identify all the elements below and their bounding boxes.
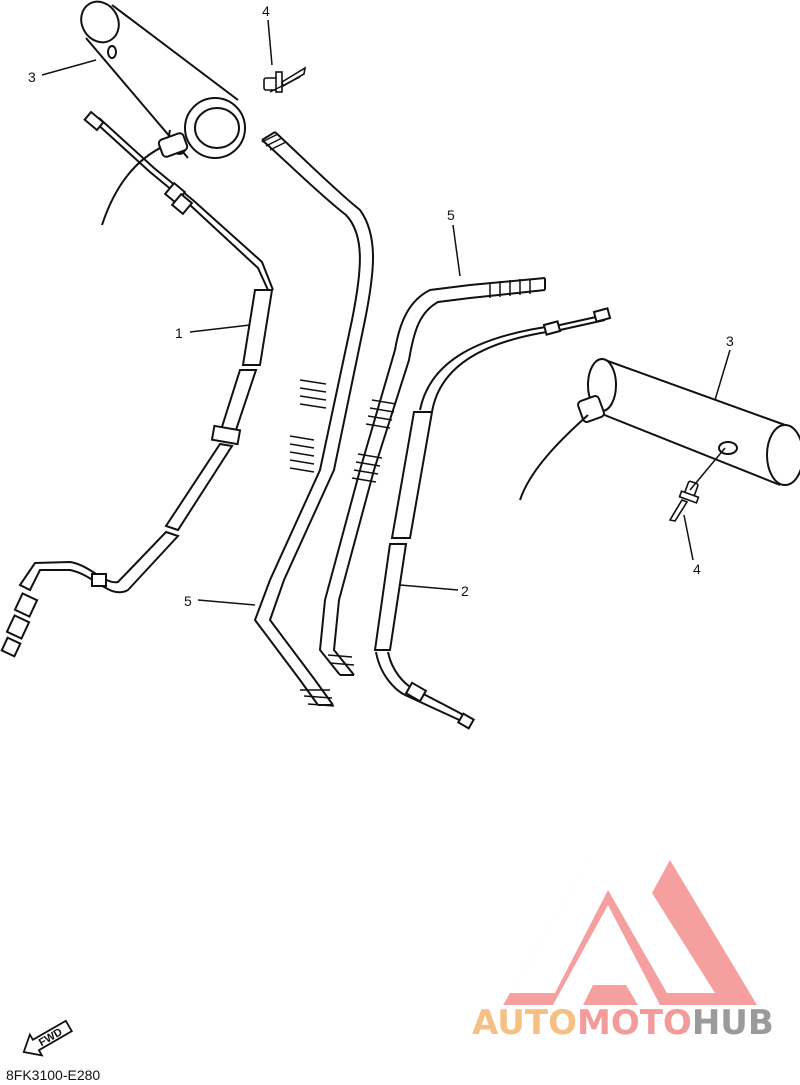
logo-inner-shape <box>576 930 640 985</box>
fwd-label: FWD <box>37 1026 65 1049</box>
watermark-hub: HUB <box>692 1003 774 1043</box>
callout-4-upper: 4 <box>262 3 270 19</box>
callout-5-right: 5 <box>447 207 455 223</box>
callout-3-upper: 3 <box>28 69 36 85</box>
callout-4-lower: 4 <box>693 561 701 577</box>
callout-3-right: 3 <box>726 333 734 349</box>
throttle-cable-2 <box>373 307 612 730</box>
watermark-auto: AUTO <box>472 1003 577 1043</box>
watermark-moto: MOTO <box>577 1003 692 1043</box>
leader-lines <box>41 19 731 606</box>
grip-left-part <box>80 0 246 226</box>
logo-triangle-shape <box>503 827 757 1005</box>
rivet-upper-part <box>263 66 307 93</box>
rivet-lower-part <box>668 480 700 522</box>
callout-2: 2 <box>461 583 469 599</box>
hose-right-5 <box>318 277 546 676</box>
watermark-text: AUTOMOTOHUB <box>472 1003 774 1043</box>
part-code: 8FK3100-E280 <box>6 1067 100 1083</box>
grip-right-part <box>519 358 800 501</box>
callout-1: 1 <box>175 325 183 341</box>
fwd-arrow-icon: FWD <box>22 1019 74 1057</box>
callout-5-left: 5 <box>184 593 192 609</box>
watermark-logo <box>503 827 757 1005</box>
throttle-cable-1 <box>0 110 274 658</box>
hose-left-5 <box>253 131 374 707</box>
